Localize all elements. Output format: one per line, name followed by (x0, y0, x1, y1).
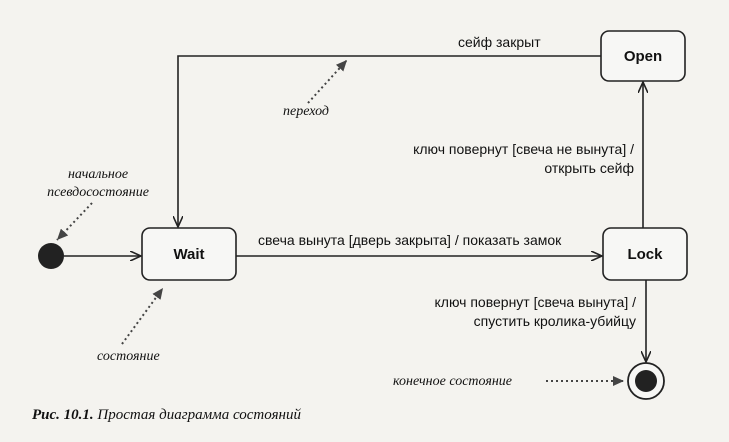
initial-pseudostate (38, 243, 64, 269)
note-transition-pointer (307, 59, 348, 104)
note-initial-2: псевдосостояние (47, 185, 149, 200)
state-wait-label: Wait (173, 246, 204, 263)
state-open-label: Open (624, 48, 662, 65)
label-key-candle-out-1: ключ повернут [свеча вынута] / (435, 294, 637, 310)
note-state: состояние (97, 349, 160, 364)
note-state-pointer (121, 287, 164, 345)
label-key-candle-in-1: ключ повернут [свеча не вынута] / (413, 141, 634, 157)
state-lock: Lock (602, 227, 688, 281)
label-safe-closed: сейф закрыт (458, 34, 541, 50)
note-transition: переход (283, 104, 329, 119)
state-lock-label: Lock (627, 246, 663, 263)
note-final: конечное состояние (393, 374, 512, 389)
edge-open-to-wait (178, 55, 601, 227)
note-initial-pointer (56, 202, 93, 241)
label-key-candle-out-2: спустить кролика-убийцу (474, 313, 636, 329)
figure-caption-text: Простая диаграмма состояний (94, 407, 302, 423)
state-open: Open (600, 30, 686, 82)
note-initial-1: начальное (68, 167, 128, 182)
state-wait: Wait (141, 227, 237, 281)
label-key-candle-in-2: открыть сейф (544, 160, 634, 176)
figure-caption-number: Рис. 10.1. (32, 407, 94, 423)
label-candle-out: свеча вынута [дверь закрыта] / показать … (258, 232, 562, 248)
final-state (627, 362, 665, 400)
figure-caption: Рис. 10.1. Простая диаграмма состояний (32, 407, 301, 423)
